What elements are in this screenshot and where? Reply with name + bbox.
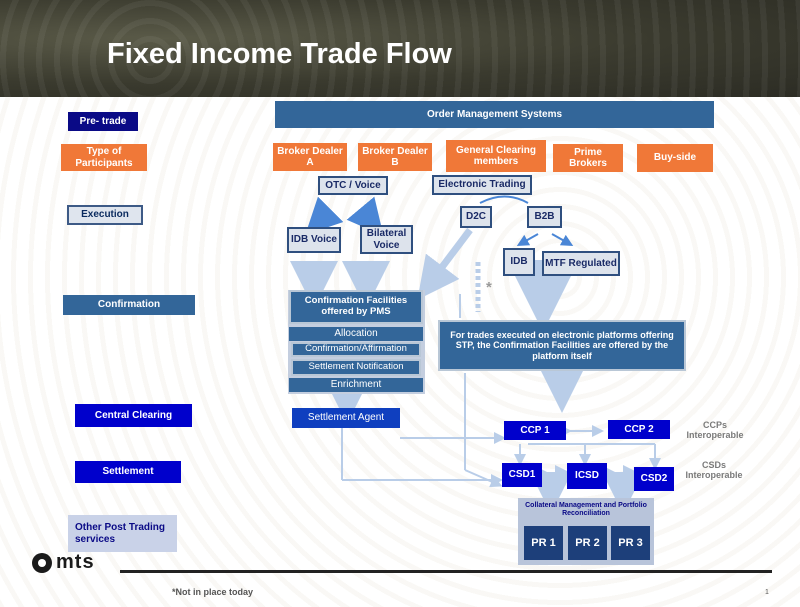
exec-idb-voice: IDB Voice	[287, 227, 341, 253]
exec-mtf-regulated: MTF Regulated	[542, 251, 620, 276]
collateral-label: Collateral Management and Portfolio Reco…	[525, 502, 647, 517]
mts-logo-text: mts	[56, 551, 95, 573]
participant-broker-dealer-b: Broker Dealer B	[358, 143, 432, 171]
pms-item-settlement-notification: Settlement Notification	[291, 359, 421, 376]
participant-buy-side: Buy-side	[637, 144, 713, 172]
oms-banner: Order Management Systems	[275, 101, 714, 128]
csd-1: CSD1	[502, 463, 542, 487]
pms-item-allocation: Allocation	[289, 327, 423, 341]
exec-idb: IDB	[503, 248, 535, 276]
electronic-to-csd-arrow	[464, 469, 503, 488]
icsd: ICSD	[567, 463, 607, 489]
footer-rule	[120, 570, 772, 573]
exec-bilateral-voice: Bilateral Voice	[360, 225, 413, 254]
pms-item-confirmation: Confirmation/Affirmation	[291, 342, 421, 357]
exec-d2c: D2C	[460, 206, 492, 228]
electronic-confirmation-note: For trades executed on electronic platfo…	[438, 320, 686, 371]
pr-2: PR 2	[568, 526, 607, 560]
stage-execution: Execution	[67, 205, 143, 225]
pms-item-enrichment: Enrichment	[289, 378, 423, 392]
csd-2: CSD2	[634, 467, 674, 491]
stage-central-clearing: Central Clearing	[75, 404, 192, 427]
ccp-2: CCP 2	[608, 420, 670, 439]
electronic-split-curve	[479, 195, 529, 204]
b2b-to-mtf-arrow	[551, 233, 574, 246]
otc-to-idb-voice-arrow	[305, 196, 344, 235]
exec-electronic-trading: Electronic Trading	[432, 175, 532, 195]
ccps-interoperable-label: CCPs Interoperable	[686, 420, 744, 441]
stage-settlement: Settlement	[75, 461, 181, 483]
pms-title: Confirmation Facilities offered by PMS	[289, 290, 423, 324]
settlement-agent: Settlement Agent	[292, 408, 400, 428]
not-in-place-asterisk: *	[486, 279, 492, 296]
exec-otc-voice: OTC / Voice	[318, 176, 388, 195]
ccp-1: CCP 1	[504, 421, 566, 440]
otc-to-bilateral-arrow	[346, 196, 384, 236]
mts-logo: mts	[32, 551, 95, 574]
participant-prime-brokers: Prime Brokers	[553, 144, 623, 172]
header-banner	[0, 0, 800, 97]
pr-1: PR 1	[524, 526, 563, 560]
mts-logo-icon	[32, 552, 52, 573]
csds-interoperable-label: CSDs Interoperable	[685, 460, 743, 481]
pr-3: PR 3	[611, 526, 650, 560]
stage-confirmation: Confirmation	[63, 295, 195, 315]
d2c-to-pms-arrow	[417, 227, 473, 300]
stage-pre-trade: Pre- trade	[68, 112, 138, 131]
stage-participants: Type of Participants	[61, 144, 147, 171]
footnote: *Not in place today	[172, 587, 254, 597]
page-number: 1	[765, 589, 769, 596]
exec-b2b: B2B	[527, 206, 562, 228]
b2b-to-idb-arrow	[516, 233, 539, 246]
participant-broker-dealer-a: Broker Dealer A	[273, 143, 347, 171]
participant-general-clearing: General Clearing members	[446, 140, 546, 172]
slide-title: Fixed Income Trade Flow	[107, 38, 452, 70]
stage-other-post-trading: Other Post Trading services	[68, 515, 177, 552]
